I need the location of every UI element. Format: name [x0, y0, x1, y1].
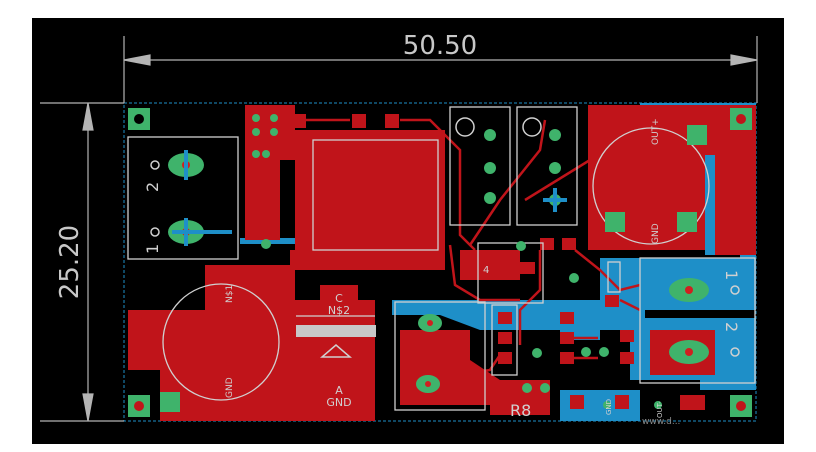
cap-bottom-left-plus: N$1: [225, 285, 235, 303]
height-dimension: [40, 102, 124, 422]
width-dimension: [123, 36, 758, 103]
bottom-out-label: OUT-: [656, 401, 664, 418]
cap-top-right-plus: OUT+: [651, 118, 661, 145]
top-traces: [305, 118, 641, 377]
diode-cathode-label: C: [335, 292, 343, 305]
height-label: 25.20: [55, 225, 85, 299]
terminal-right-pin2: 2: [722, 322, 741, 332]
diode-symbol-icon: [319, 344, 353, 358]
polarity-plus-icon: +: [135, 310, 147, 326]
via-cluster: [160, 125, 707, 412]
diode-anode-label: A: [335, 384, 343, 397]
bottom-gnd-label: GND: [605, 399, 613, 415]
mounting-hole-icon: [128, 108, 752, 417]
silkscreen: [127, 106, 756, 411]
cap-top-right-minus: GND: [651, 223, 661, 244]
terminal-holes: [150, 117, 740, 357]
terminal-left-pin1: 1: [143, 244, 162, 254]
ic-pin-label: 4: [483, 265, 489, 276]
diode-anode-net: GND: [326, 396, 351, 409]
diode-band: [296, 325, 376, 337]
top-copper: [128, 105, 756, 421]
pcb-canvas[interactable]: 50.50 25.20: [32, 18, 784, 444]
terminal-left-pin2: 2: [143, 182, 162, 192]
terminal-right-pin1: 1: [722, 270, 741, 280]
diode-cathode-net: N$2: [328, 304, 350, 317]
faint-text: www.d...: [642, 417, 680, 427]
cap-bottom-left-minus: GND: [225, 377, 235, 398]
width-label: 50.50: [403, 31, 477, 61]
pad-crosshairs: [172, 150, 567, 246]
resistor-label: R8: [510, 401, 531, 420]
